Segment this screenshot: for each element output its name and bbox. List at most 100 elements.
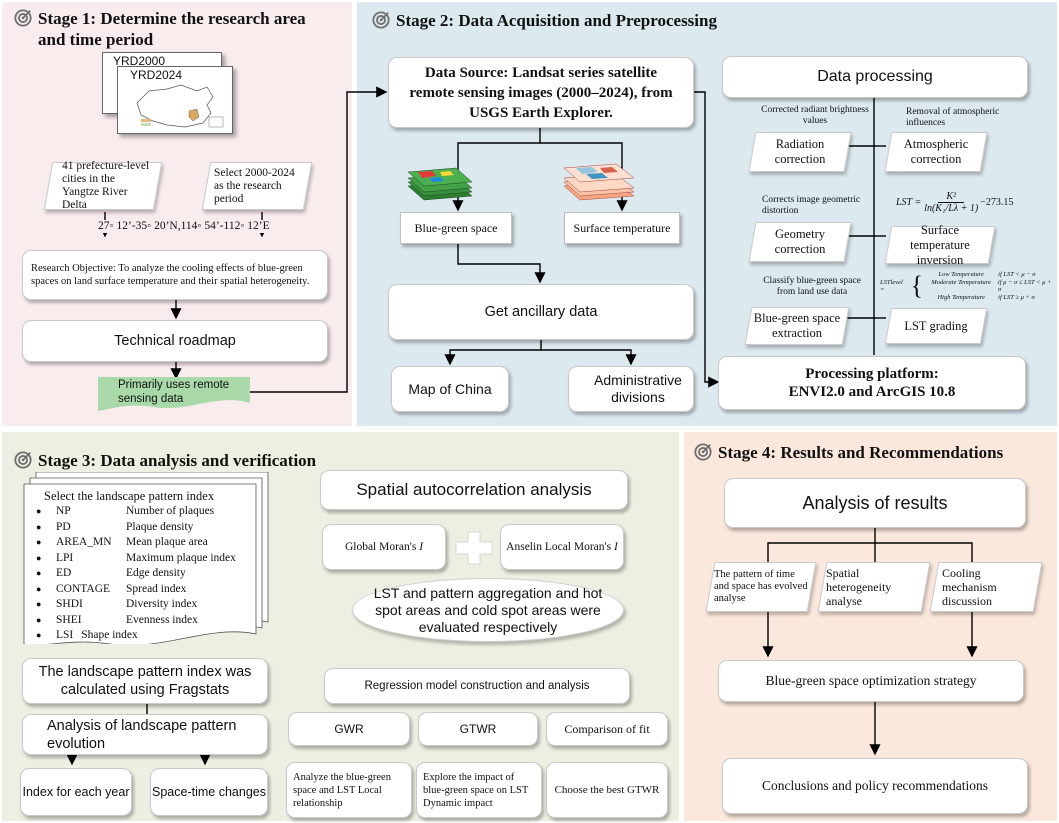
- lst-grading-box: LST grading: [888, 308, 984, 344]
- plus-icon: [455, 531, 493, 565]
- objective-box: Research Objective: To analyze the cooli…: [22, 250, 328, 300]
- formula-tail: −273.15: [980, 196, 1014, 208]
- local-moran-label: Anselin Local Moran's I: [506, 541, 618, 553]
- optimization-label: Blue-green space optimization strategy: [765, 673, 977, 688]
- geometry-label: Geometry correction: [774, 227, 826, 256]
- cooling-label: Cooling mechanism discussion: [942, 566, 997, 608]
- index-name: Edge density: [126, 567, 186, 579]
- roadmap-box: Technical roadmap: [22, 320, 328, 362]
- fragstats-box: The landscape pattern index was calculat…: [22, 658, 268, 704]
- index-name: Number of plaques: [126, 505, 215, 517]
- explore-dynamic-label: Explore the impact of blue-green space o…: [423, 771, 529, 809]
- index-list: Select the landscape pattern index NP Num…: [36, 488, 256, 644]
- note-radiant: Corrected radiant brightness values: [761, 105, 869, 126]
- cities-text: 41 prefecture-level cities in the Yangtz…: [62, 160, 150, 211]
- target-icon: [14, 9, 32, 27]
- grading-moderate: Moderate Temperature: [931, 279, 991, 286]
- gtwr-label: GTWR: [459, 722, 497, 736]
- map-2000-label: YRD2000: [113, 54, 166, 68]
- formula-fraction: K² ln(K₁/Lλ + 1): [924, 191, 978, 214]
- admin-label: Administrative divisions: [594, 372, 682, 405]
- map-2024-label: YRD2024: [130, 68, 183, 82]
- evolution-label: Analysis of landscape pattern evolution: [47, 717, 237, 752]
- global-moran-label: Global Moran's I: [345, 541, 423, 553]
- index-abbr: PD: [56, 520, 71, 533]
- index-name: Diversity index: [126, 598, 198, 610]
- stage1-title-line1: Stage 1: Determine the research area: [38, 9, 306, 28]
- regression-label: Regression model construction and analys…: [364, 680, 590, 692]
- analysis-results-box: Analysis of results: [724, 478, 1026, 528]
- local-moran-text: Anselin Local Moran's: [506, 541, 612, 553]
- lst-grading-label: LST grading: [904, 318, 968, 333]
- map-card-2024: YRD2024: [117, 66, 233, 134]
- target-icon: [372, 11, 390, 29]
- index-name: Spread index: [126, 582, 187, 595]
- data-source-text: Data Source: Landsat series satellite re…: [409, 64, 673, 121]
- blue-green-label: Blue-green space: [414, 220, 498, 235]
- spatial-autocorrelation-box: Spatial autocorrelation analysis: [320, 470, 628, 510]
- surface-inversion-box: Surface temperature inversion: [888, 223, 992, 267]
- note-geometric: Corrects image geometric distortion: [762, 195, 861, 216]
- index-document-stack: [23, 472, 269, 644]
- target-icon: [14, 451, 32, 469]
- cities-box: 41 prefecture-level cities in the Yangtz…: [48, 160, 158, 211]
- blue-green-space-box: Blue-green space: [400, 212, 512, 244]
- index-abbr: AREA_MN: [56, 536, 112, 548]
- ancillary-label: Get ancillary data: [484, 304, 598, 320]
- explore-dynamic-box: Explore the impact of blue-green space o…: [416, 762, 542, 818]
- surface-temp-label: Surface temperature: [573, 220, 671, 235]
- grading-high: High Temperature: [937, 294, 985, 301]
- grading-brace: {: [910, 271, 924, 300]
- optimization-box: Blue-green space optimization strategy: [718, 660, 1024, 702]
- data-processing-box: Data processing: [722, 56, 1028, 98]
- coordinates-text: 27◦ 12’-35◦ 20’N,114◦ 54’-112◦ 12’E: [96, 220, 280, 233]
- index-abbr: SHDI: [56, 598, 83, 610]
- roadmap-label: Technical roadmap: [114, 333, 236, 349]
- cooling-box: Cooling mechanism discussion: [934, 562, 1038, 612]
- lst-aggregation-ellipse: LST and pattern aggregation and hot spot…: [352, 578, 624, 642]
- global-moran-text: Global Moran's: [344, 541, 417, 553]
- select-index-heading: Select the landscape pattern index: [44, 489, 215, 503]
- grading-moderate-cond: if μ − σ ≤ LST < μ + σ: [997, 279, 1052, 293]
- choose-best-box: Choose the best GTWR: [546, 762, 668, 818]
- bg-extraction-label: Blue-green space extraction: [753, 311, 841, 340]
- index-abbr: LPI: [56, 551, 74, 564]
- note-atmospheric: Removal of atmospheric influences: [906, 107, 1000, 128]
- choose-best-label: Choose the best GTWR: [554, 784, 660, 796]
- index-abbr: SHEI: [56, 613, 82, 626]
- gwr-box: GWR: [288, 712, 410, 746]
- data-source-box: Data Source: Landsat series satellite re…: [388, 57, 694, 128]
- stage4-title-text: Stage 4: Results and Recommendations: [718, 443, 1004, 462]
- moran-i: I: [419, 541, 424, 553]
- remote-sensing-shape: [98, 377, 250, 411]
- conclusions-label: Conclusions and policy recommendations: [761, 778, 989, 793]
- fragstats-label: The landscape pattern index was calculat…: [38, 664, 252, 698]
- stage2-title: Stage 2: Data Acquisition and Preprocess…: [372, 10, 792, 31]
- space-time-label: Space-time changes: [152, 785, 266, 799]
- heterogeneity-box: Spatial heterogeneity analyse: [822, 562, 926, 612]
- atmospheric-correction-box: Atmospheric correction: [888, 132, 984, 172]
- global-moran-box: Global Moran's I: [322, 524, 446, 570]
- index-year-box: Index for each year: [20, 768, 132, 816]
- blue-green-layer-stack: [407, 167, 473, 201]
- regression-box: Regression model construction and analys…: [324, 668, 630, 704]
- stage1-title: Stage 1: Determine the research area and…: [14, 8, 344, 50]
- spatial-auto-label: Spatial autocorrelation analysis: [356, 480, 592, 499]
- conclusions-box: Conclusions and policy recommendations: [722, 758, 1028, 814]
- grading-low-cond: if LST < μ − σ: [998, 271, 1036, 278]
- target-icon: [694, 443, 712, 461]
- moran-i: I: [613, 541, 618, 553]
- gtwr-box: GTWR: [418, 712, 538, 746]
- data-processing-label: Data processing: [817, 68, 933, 85]
- index-abbr: NP: [56, 505, 71, 517]
- bg-extraction-box: Blue-green space extraction: [748, 307, 846, 345]
- stage3-title-text: Stage 3: Data analysis and verification: [38, 451, 317, 470]
